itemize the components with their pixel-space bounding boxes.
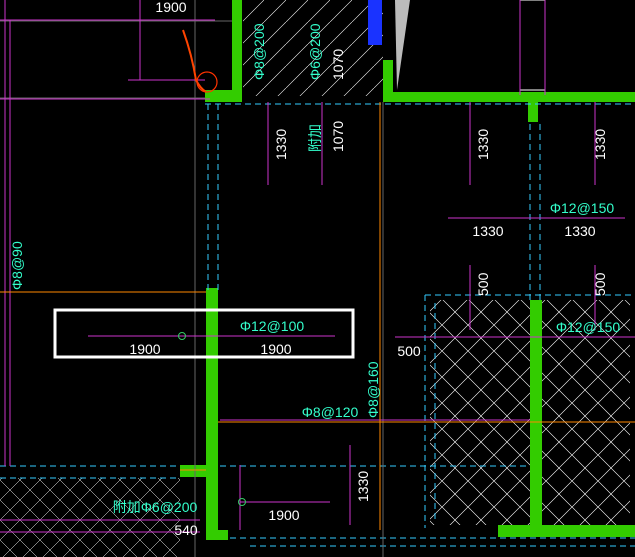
- section-node: [238, 498, 246, 506]
- hidden-lines: [0, 103, 635, 547]
- label-1900-a: 1900: [129, 341, 160, 357]
- rebar-lines: [0, 0, 635, 533]
- label-1330-h-b: 1330: [564, 223, 595, 239]
- label-1070-mid: 1070: [330, 121, 346, 152]
- label-fujia-phi6-200: 附加Φ6@200: [113, 499, 198, 515]
- label-1070-top: 1070: [330, 49, 346, 80]
- section-node: [178, 332, 186, 340]
- label-phi12-150-right: Φ12@150: [556, 319, 621, 335]
- label-1900-c: 1900: [268, 507, 299, 523]
- door-swing-arc: [182, 29, 207, 93]
- label-phi8-160: Φ8@160: [365, 361, 381, 418]
- label-1330-d: 1330: [355, 471, 371, 502]
- anchor-circle: [196, 71, 218, 93]
- label-1900-b: 1900: [260, 341, 291, 357]
- highlight-box: [53, 308, 355, 359]
- label-phi12-100: Φ12@100: [240, 318, 305, 334]
- blue-tag: [368, 0, 382, 45]
- label-fujia: 附加: [307, 124, 323, 152]
- label-phi8-120: Φ8@120: [302, 404, 359, 420]
- label-500-h: 500: [397, 343, 421, 359]
- label-500-b: 500: [592, 272, 608, 296]
- label-1330-b: 1330: [475, 129, 491, 160]
- label-1330-c: 1330: [592, 129, 608, 160]
- label-phi8-90: Φ8@90: [9, 241, 25, 290]
- grid-lines: [0, 0, 384, 557]
- label-phi12-150-top: Φ12@150: [550, 200, 615, 216]
- leader-lines: [0, 102, 635, 530]
- label-1330-h-a: 1330: [472, 223, 503, 239]
- label-phi6-200: Φ6@200: [307, 23, 323, 80]
- label-top-1900: 1900: [155, 0, 186, 15]
- wall-outline: [180, 0, 635, 540]
- label-540: 540: [174, 522, 198, 538]
- label-1330-a: 1330: [273, 129, 289, 160]
- label-500-a: 500: [475, 272, 491, 296]
- label-phi8-200: Φ8@200: [251, 23, 267, 80]
